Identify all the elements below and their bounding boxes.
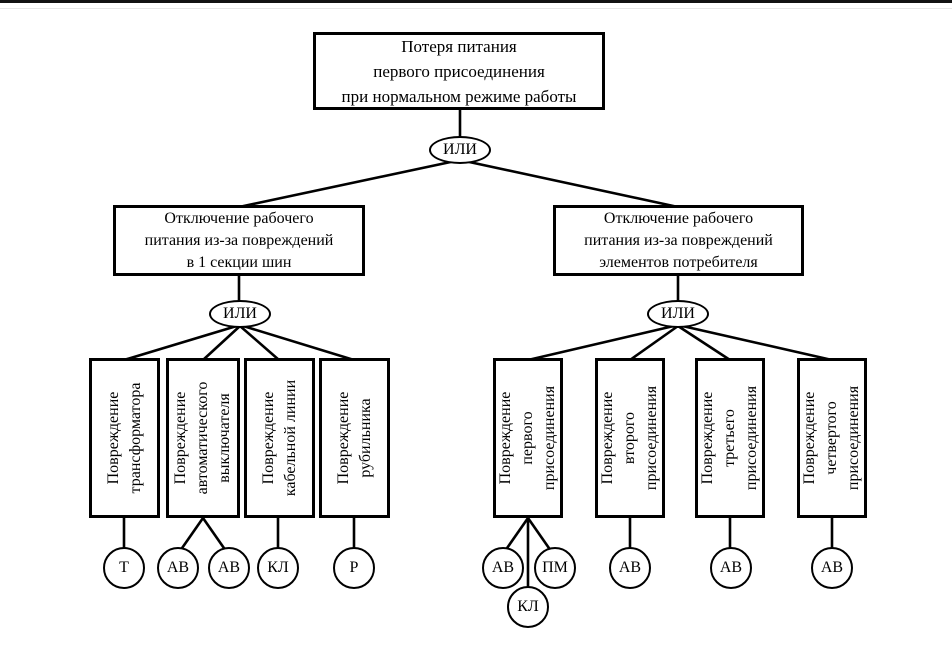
connector-line xyxy=(239,325,280,361)
event-circle-AV-6: АВ xyxy=(811,547,853,589)
event-label: АВ xyxy=(166,559,190,576)
connector-line xyxy=(527,323,679,362)
connector-line xyxy=(503,517,530,552)
connector-line xyxy=(629,324,679,362)
event-label: ПМ xyxy=(542,559,568,576)
node-right-branch-label: Отключение рабочего питания из-за повреж… xyxy=(584,209,773,271)
event-circle-AV-5: АВ xyxy=(710,547,752,589)
event-circle-AV-2: АВ xyxy=(208,547,250,589)
connector-line xyxy=(123,323,241,362)
cause-box-label: Повреждение третьего присоединения xyxy=(699,385,760,491)
cause-box-label: Повреждение кабельной линии xyxy=(259,379,299,497)
event-label: АВ xyxy=(217,559,241,576)
event-label: АВ xyxy=(820,559,844,576)
event-circle-R: Р xyxy=(333,547,375,589)
cause-box-label: Повреждение автоматического выключателя xyxy=(172,381,233,495)
cause-box-knife-switch: Повреждение рубильника xyxy=(319,358,390,518)
connector-line xyxy=(677,323,833,362)
event-circle-PM: ПМ xyxy=(534,547,576,589)
or-gate-left: ИЛИ xyxy=(209,300,271,328)
connector-line xyxy=(238,158,461,209)
cause-box-cable-line: Повреждение кабельной линии xyxy=(244,358,315,518)
cause-box-label: Повреждение второго присоединения xyxy=(599,385,660,491)
connector-line xyxy=(526,517,553,552)
event-circle-AV-4: АВ xyxy=(609,547,651,589)
page-top-rule-shadow xyxy=(0,8,952,9)
node-left-branch: Отключение рабочего питания из-за повреж… xyxy=(113,205,365,276)
connector-line xyxy=(677,324,731,362)
cause-box-circuit-breaker: Повреждение автоматического выключателя xyxy=(166,358,240,518)
cause-box-label: Повреждение первого присоединения xyxy=(497,385,558,491)
connector-line xyxy=(202,325,241,361)
event-circle-AV-1: АВ xyxy=(157,547,199,589)
node-left-branch-label: Отключение рабочего питания из-за повреж… xyxy=(144,209,334,271)
connector-line xyxy=(201,517,228,552)
event-label: КЛ xyxy=(267,559,289,576)
or-gate-right-label: ИЛИ xyxy=(661,305,695,322)
event-circle-KL-1: КЛ xyxy=(257,547,299,589)
page-top-rule xyxy=(0,0,952,3)
cause-box-feeder-4: Повреждение четвертого присоединения xyxy=(797,358,867,518)
node-root: Потеря питания первого присоединения при… xyxy=(313,32,605,110)
cause-box-feeder-2: Повреждение второго присоединения xyxy=(595,358,665,518)
or-gate-root-label: ИЛИ xyxy=(443,141,477,158)
or-gate-root: ИЛИ xyxy=(429,136,491,164)
cause-box-feeder-3: Повреждение третьего присоединения xyxy=(695,358,765,518)
or-gate-left-label: ИЛИ xyxy=(223,305,257,322)
event-label: Т xyxy=(119,559,129,576)
cause-box-label: Повреждение рубильника xyxy=(334,391,374,485)
connector-line xyxy=(239,323,355,362)
event-label: КЛ xyxy=(517,598,539,615)
cause-box-label: Повреждение трансформатора xyxy=(104,382,144,494)
or-gate-right: ИЛИ xyxy=(647,300,709,328)
cause-box-transformer: Повреждение трансформатора xyxy=(89,358,160,518)
event-circle-AV-3: АВ xyxy=(482,547,524,589)
event-circle-T: Т xyxy=(103,547,145,589)
cause-box-feeder-1: Повреждение первого присоединения xyxy=(493,358,563,518)
connector-line xyxy=(459,158,679,209)
event-label: АВ xyxy=(491,559,515,576)
event-label: АВ xyxy=(618,559,642,576)
connector-line xyxy=(178,517,205,552)
event-label: Р xyxy=(349,559,359,576)
cause-box-label: Повреждение четвертого присоединения xyxy=(801,385,862,491)
event-circle-KL-2: КЛ xyxy=(507,586,549,628)
node-right-branch: Отключение рабочего питания из-за повреж… xyxy=(553,205,804,276)
event-label: АВ xyxy=(719,559,743,576)
node-root-label: Потеря питания первого присоединения при… xyxy=(341,36,577,106)
